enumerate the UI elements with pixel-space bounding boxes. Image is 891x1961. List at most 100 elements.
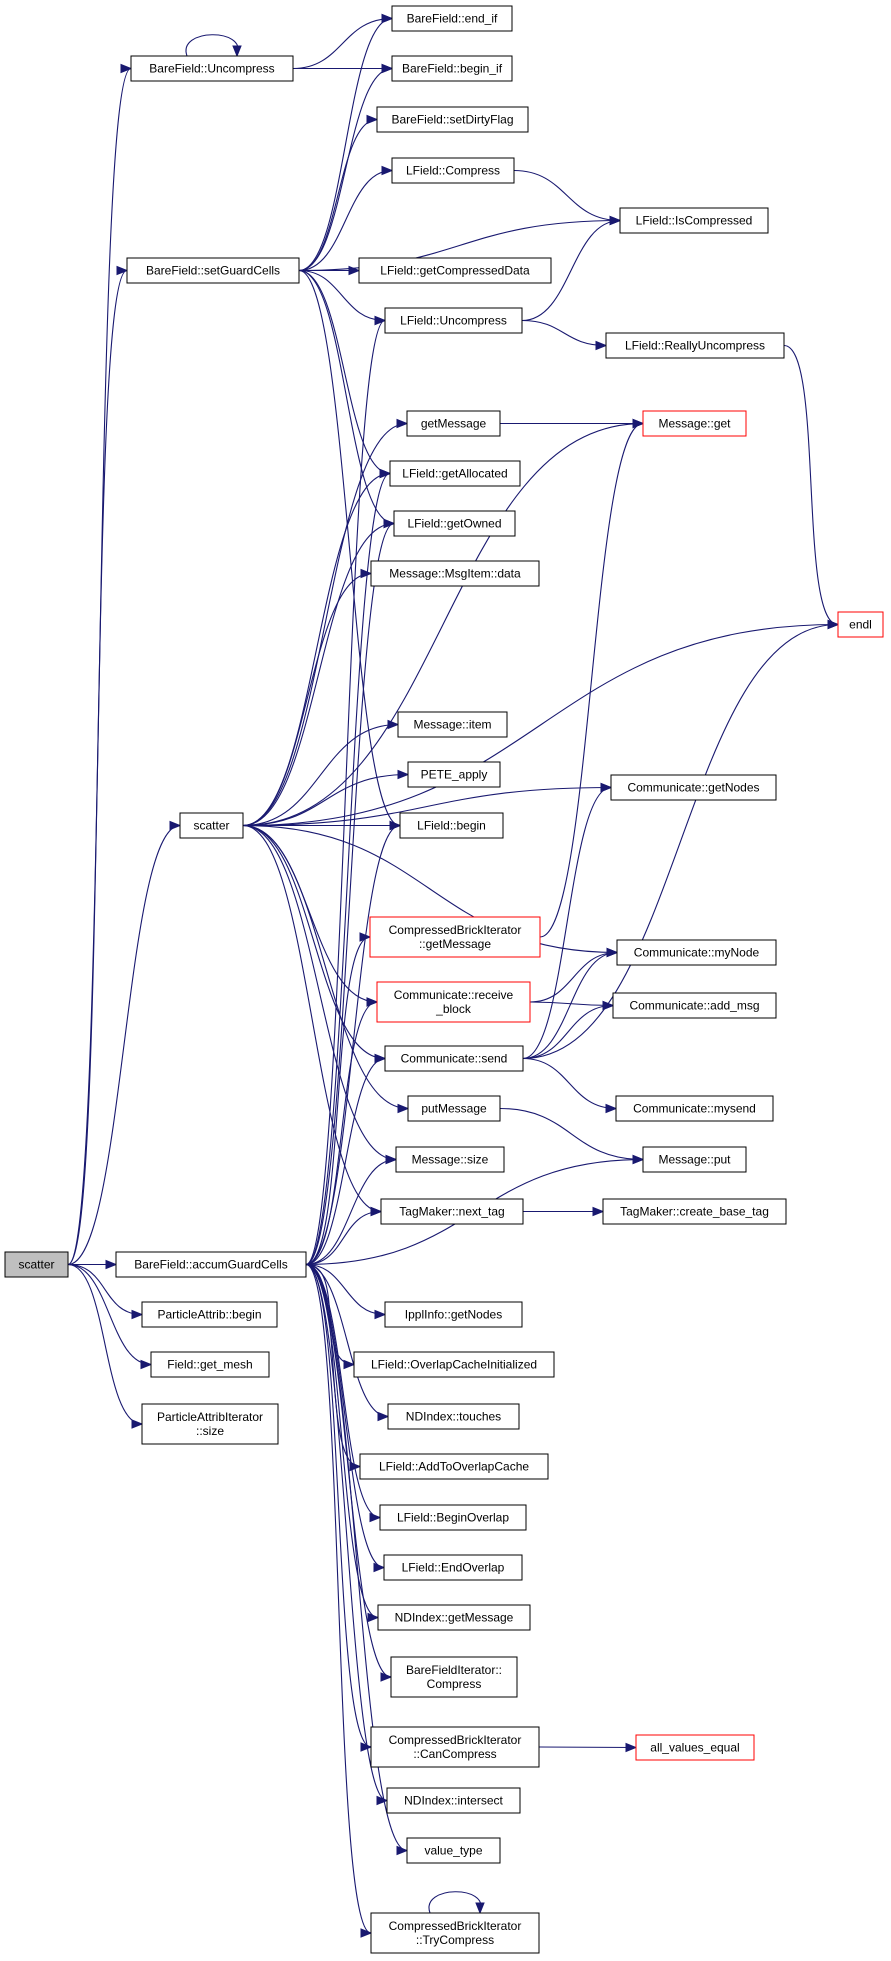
function-node-comm-mynode[interactable]: Communicate::myNode	[616, 939, 777, 966]
function-node-label: Communicate::mysend	[633, 1102, 756, 1116]
function-node-label: ::TryCompress	[416, 1933, 494, 1947]
function-node-label: LField::ReallyUncompress	[625, 339, 765, 353]
call-edge	[242, 719, 400, 827]
function-node-lf-addoverlap[interactable]: LField::AddToOverlapCache	[359, 1453, 549, 1480]
function-node-bf-setguard[interactable]: BareField::setGuardCells	[126, 257, 300, 284]
function-node-label: NDIndex::intersect	[404, 1794, 503, 1808]
function-node-label: _block	[435, 1002, 472, 1016]
call-edge	[305, 1263, 373, 1752]
function-node-label: PETE_apply	[421, 768, 488, 782]
function-node-comm-addmsg[interactable]: Communicate::add_msg	[612, 992, 777, 1019]
function-node-value-type[interactable]: value_type	[406, 1837, 501, 1864]
call-edge	[67, 820, 182, 1266]
function-node-label: ParticleAttrib::begin	[157, 1308, 261, 1322]
function-node-lf-getowned[interactable]: LField::getOwned	[393, 510, 516, 537]
call-edge	[529, 947, 619, 1003]
function-node-label: LField::EndOverlap	[402, 1561, 505, 1575]
function-node-lf-compress[interactable]: LField::Compress	[391, 157, 515, 184]
function-node-bfi-compress[interactable]: BareFieldIterator::Compress	[390, 1656, 518, 1698]
function-node-endl[interactable]: endl	[837, 611, 884, 638]
function-node-label: getMessage	[421, 417, 487, 431]
call-edge	[67, 1263, 144, 1429]
function-node-pai-size[interactable]: ParticleAttribIterator::size	[141, 1403, 279, 1445]
function-node-lf-beginoverlap[interactable]: LField::BeginOverlap	[379, 1504, 527, 1531]
function-node-comm-recvblock[interactable]: Communicate::receive_block	[376, 981, 531, 1023]
function-node-msg-get[interactable]: Message::get	[642, 410, 747, 437]
function-node-comm-send[interactable]: Communicate::send	[384, 1045, 524, 1072]
function-node-cbi-cancompress[interactable]: CompressedBrickIterator::CanCompress	[370, 1726, 540, 1768]
function-node-label: Communicate::add_msg	[629, 999, 759, 1013]
function-node-bf-setdirty[interactable]: BareField::setDirtyFlag	[376, 106, 529, 133]
function-node-label: ::size	[196, 1424, 224, 1438]
call-edge	[242, 468, 392, 827]
function-node-comm-getnodes[interactable]: Communicate::getNodes	[610, 774, 777, 801]
function-node-scatter-root[interactable]: scatter	[4, 1251, 69, 1278]
call-edge	[305, 1263, 387, 1320]
function-node-pa-begin[interactable]: ParticleAttrib::begin	[141, 1301, 278, 1328]
function-node-label: Communicate::receive	[394, 988, 514, 1002]
function-node-ndi-intersect[interactable]: NDIndex::intersect	[386, 1787, 521, 1814]
function-node-cbi-trycompress[interactable]: CompressedBrickIterator::TryCompress	[370, 1912, 540, 1954]
function-node-lf-overlapinit[interactable]: LField::OverlapCacheInitialized	[353, 1351, 555, 1378]
function-node-label: LField::getCompressedData	[380, 264, 530, 278]
call-edge	[305, 820, 402, 1266]
call-edge	[298, 269, 396, 529]
function-node-tag-create[interactable]: TagMaker::create_base_tag	[602, 1198, 787, 1225]
function-node-comm-mysend[interactable]: Communicate::mysend	[615, 1095, 774, 1122]
call-edge	[305, 1263, 390, 1422]
function-node-label: LField::getOwned	[407, 517, 501, 531]
function-node-label: TagMaker::create_base_tag	[620, 1205, 769, 1219]
function-node-lf-begin[interactable]: LField::begin	[399, 812, 504, 839]
function-node-label: BareField::setDirtyFlag	[391, 113, 513, 127]
call-edge	[298, 269, 402, 831]
function-node-msg-put[interactable]: Message::put	[642, 1146, 747, 1173]
function-node-cbi-getmessage[interactable]: CompressedBrickIterator::getMessage	[369, 916, 541, 958]
function-node-msg-item[interactable]: Message::item	[397, 711, 508, 738]
function-node-bf-begin-if[interactable]: BareField::begin_if	[391, 55, 513, 82]
function-node-label: putMessage	[421, 1102, 487, 1116]
call-edge	[298, 265, 361, 276]
function-node-label: scatter	[18, 1258, 54, 1272]
function-node-tag-next[interactable]: TagMaker::next_tag	[380, 1198, 524, 1225]
function-node-msgitem-data[interactable]: Message::MsgItem::data	[370, 560, 540, 587]
call-edge	[522, 947, 619, 1060]
function-node-ndi-touches[interactable]: NDIndex::touches	[387, 1403, 520, 1430]
function-node-label: Message::item	[413, 718, 491, 732]
call-edge	[522, 1057, 618, 1114]
call-edge	[305, 1263, 389, 1806]
function-node-lf-iscompressed[interactable]: LField::IsCompressed	[619, 207, 769, 234]
function-node-lf-uncompress[interactable]: LField::Uncompress	[384, 307, 523, 334]
function-node-msg-size[interactable]: Message::size	[395, 1146, 505, 1173]
call-edge	[298, 13, 394, 272]
function-node-bf-end-if[interactable]: BareField::end_if	[391, 5, 513, 32]
function-node-label: ParticleAttribIterator	[157, 1410, 263, 1424]
function-node-all-values-equal[interactable]: all_values_equal	[635, 1734, 755, 1761]
function-node-label: BareField::accumGuardCells	[134, 1258, 287, 1272]
function-node-bf-accum[interactable]: BareField::accumGuardCells	[115, 1251, 307, 1278]
call-edge	[305, 1053, 387, 1266]
function-node-lf-reallyuncomp[interactable]: LField::ReallyUncompress	[605, 332, 785, 359]
call-edge	[428, 1891, 485, 1915]
call-edge	[538, 1742, 638, 1753]
function-node-label: ::getMessage	[419, 937, 491, 951]
function-node-field-getmesh[interactable]: Field::get_mesh	[150, 1351, 270, 1378]
function-node-getmessage[interactable]: getMessage	[406, 410, 501, 437]
call-edge	[305, 932, 372, 1266]
call-edge	[305, 997, 379, 1266]
function-node-ippl-getnodes[interactable]: IpplInfo::getNodes	[384, 1301, 523, 1328]
function-node-label: LField::Uncompress	[400, 314, 507, 328]
function-node-bf-uncompress[interactable]: BareField::Uncompress	[130, 55, 294, 82]
function-node-label: CompressedBrickIterator	[389, 923, 522, 937]
call-edge	[305, 1154, 398, 1266]
function-node-label: ::CanCompress	[413, 1747, 496, 1761]
function-node-ndi-getmessage[interactable]: NDIndex::getMessage	[377, 1604, 531, 1631]
function-node-label: LField::BeginOverlap	[397, 1511, 509, 1525]
function-node-pete-apply[interactable]: PETE_apply	[407, 761, 501, 788]
call-edge	[522, 782, 613, 1060]
function-node-putmessage[interactable]: putMessage	[407, 1095, 501, 1122]
call-edge	[521, 215, 622, 322]
function-node-lf-getallocated[interactable]: LField::getAllocated	[389, 460, 521, 487]
function-node-lf-getcompdata[interactable]: LField::getCompressedData	[358, 257, 552, 284]
function-node-lf-endoverlap[interactable]: LField::EndOverlap	[383, 1554, 523, 1581]
function-node-scatter2[interactable]: scatter	[179, 812, 244, 839]
